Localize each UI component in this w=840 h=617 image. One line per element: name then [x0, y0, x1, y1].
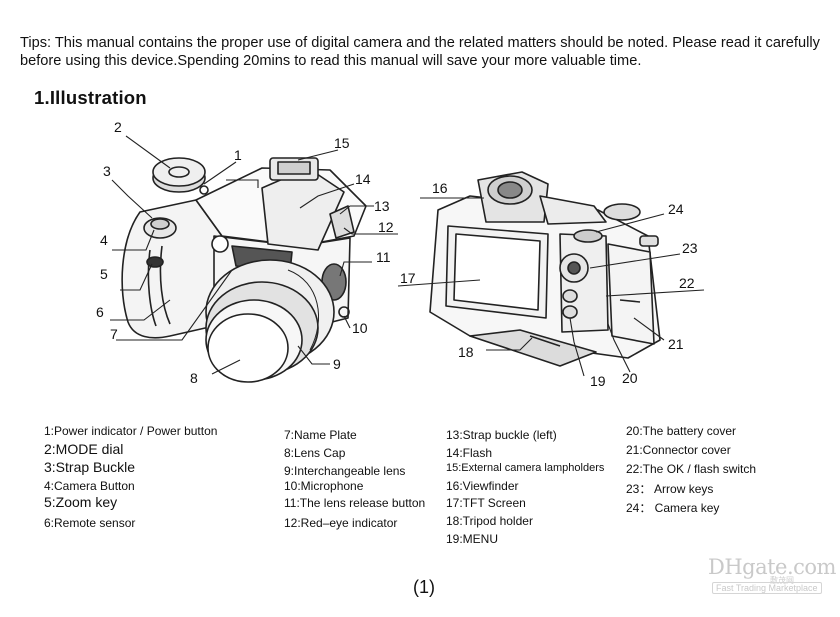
callout-7: 7 — [110, 326, 118, 342]
callout-3: 3 — [103, 163, 111, 179]
legend-item: 16:Viewfinder — [446, 479, 519, 493]
legend-item: 3:Strap Buckle — [44, 459, 136, 475]
callout-1: 1 — [234, 147, 242, 163]
callout-21: 21 — [668, 336, 684, 352]
legend-item: 8:Lens Cap — [284, 446, 346, 460]
watermark-cn: 敷茂网 — [770, 576, 794, 585]
tips-paragraph: Tips: This manual contains the proper us… — [20, 35, 820, 69]
legend-item: 22:The OK / flash switch — [626, 462, 757, 476]
callout-22: 22 — [679, 275, 695, 291]
callout-11: 11 — [376, 249, 391, 265]
callout-13: 13 — [374, 198, 390, 214]
legend-item: 24： Camera key — [626, 501, 720, 515]
callout-19: 19 — [590, 373, 606, 389]
leader-lines — [110, 135, 705, 377]
callout-16: 16 — [432, 180, 448, 196]
page-number: (1) — [413, 577, 435, 597]
callout-17: 17 — [400, 270, 416, 286]
legend-item: 2:MODE dial — [44, 441, 124, 457]
legend-item: 9:Interchangeable lens — [284, 464, 406, 478]
callout-2: 2 — [114, 119, 122, 135]
legend-item: 13:Strap buckle (left) — [446, 428, 557, 442]
legend-item: 6:Remote sensor — [44, 516, 136, 530]
watermark-tagline: Fast Trading Marketplace — [712, 582, 822, 594]
legend-item: 15:External camera lampholders — [446, 462, 605, 474]
callout-20: 20 — [622, 370, 638, 386]
legend-item: 18:Tripod holder — [446, 514, 533, 528]
callout-9: 9 — [333, 356, 341, 372]
callout-5: 5 — [100, 266, 108, 282]
legend-item: 7:Name Plate — [284, 428, 357, 442]
legend-item: 1:Power indicator / Power button — [44, 424, 218, 438]
section-title: 1.Illustration — [34, 87, 147, 108]
callout-10: 10 — [352, 320, 368, 336]
callout-23: 23 — [682, 240, 698, 256]
callout-24: 24 — [668, 201, 684, 217]
callout-numbers: 1 2 3 4 5 6 7 8 9 10 11 12 13 14 15 16 1… — [96, 119, 698, 389]
callout-6: 6 — [96, 304, 104, 320]
callout-8: 8 — [190, 370, 198, 386]
callout-12: 12 — [378, 219, 394, 235]
legend-item: 12:Red–eye indicator — [284, 516, 398, 530]
watermark-logo: DHgate.com — [708, 555, 836, 579]
callout-4: 4 — [100, 232, 108, 248]
legend-item: 21:Connector cover — [626, 443, 731, 457]
legend-item: 19:MENU — [446, 532, 499, 546]
callout-14: 14 — [355, 171, 371, 187]
legend-item: 23： Arrow keys — [626, 482, 714, 496]
callout-18: 18 — [458, 344, 474, 360]
front-camera-drawing — [121, 157, 367, 383]
callout-15: 15 — [334, 135, 350, 151]
back-camera-drawing — [429, 171, 661, 367]
legend-item: 20:The battery cover — [626, 424, 737, 438]
legend-item: 14:Flash — [446, 446, 493, 460]
legend-item: 11:The lens release button — [284, 496, 426, 510]
legend-item: 17:TFT Screen — [446, 496, 526, 510]
legend-item: 5:Zoom key — [44, 494, 118, 510]
legend-item: 4:Camera Button — [44, 479, 135, 493]
legend-item: 10:Microphone — [284, 479, 364, 493]
